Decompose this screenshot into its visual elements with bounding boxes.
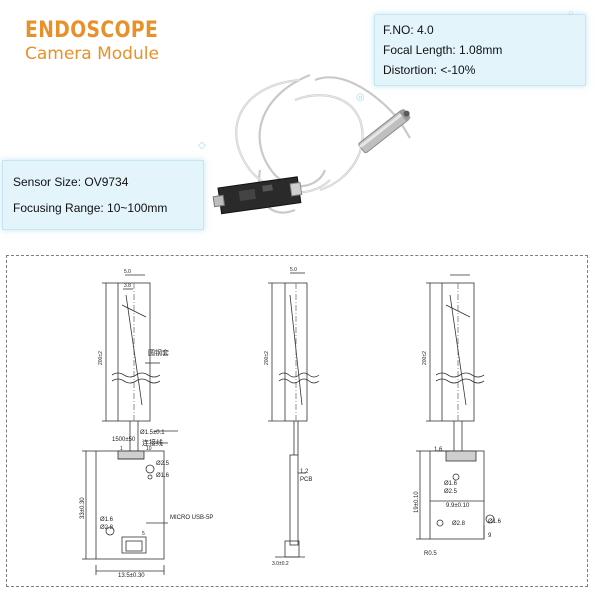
right-99-dim: 9.9±0.10 (446, 503, 470, 509)
hole-16b-dim: Ø1.6 (100, 517, 114, 523)
right-hole-16c-dim: Ø1.6 (488, 519, 502, 525)
decor-circle-icon: ◎ (356, 92, 365, 103)
cable-length-dim: 1500±50 (112, 437, 136, 443)
right-19-dim: 19±0.10 (414, 491, 420, 513)
pin10-label: 10 (146, 446, 152, 452)
pin1-label: 1 (120, 446, 123, 452)
decor-arrow-icon: ◇ (198, 140, 206, 151)
product-subtitle: Camera Module (25, 44, 159, 64)
lens-length-dim: 200±2 (98, 351, 104, 365)
product-photo (212, 73, 411, 215)
lens-length-dim-3: 200±2 (422, 351, 428, 365)
technical-drawing-frame (6, 255, 588, 587)
board-height-dim: 33±0.30 (80, 497, 86, 519)
decor-circle-icon: ○ (568, 8, 575, 19)
focusing-range-spec: Focusing Range: 10~100mm (13, 201, 168, 215)
lens-small-dim: 3.8 (124, 283, 131, 289)
pcb-label: PCB (300, 477, 312, 483)
hole-28-dim: Ø2.8 (100, 525, 114, 531)
lens-top-dim: 5.0 (124, 269, 131, 275)
pin5-label: 5 (142, 531, 145, 537)
wire-diameter-dim: Ø1.5±0.1 (140, 430, 165, 436)
right-hole-16-dim: Ø1.6 (444, 481, 458, 487)
pcb-thickness-dim: 1.2 (300, 469, 309, 475)
sensor-size-spec: Sensor Size: OV9734 (13, 175, 129, 189)
micro-usb-label: MICRO USB-5P (170, 515, 213, 521)
focal-length-spec: Focal Length: 1.08mm (383, 43, 503, 57)
technical-drawing: 圆钢套 1500±50 Ø1.5±0.1 连接线 Ø2.5 Ø1.6 Ø1.6 … (80, 267, 502, 579)
right-9-dim: 9 (488, 533, 492, 539)
connector-wire-label: 连接线 (142, 438, 163, 447)
hole-25-dim: Ø2.5 (156, 461, 170, 467)
hole-16-dim: Ø1.6 (156, 473, 170, 479)
optical-spec-box: F.NO: 4.0 Focal Length: 1.08mm Distortio… (374, 14, 586, 86)
right-16-dim: 1.6 (434, 447, 443, 453)
right-hole-25-dim: Ø2.5 (444, 489, 458, 495)
product-title: ENDOSCOPE (25, 18, 159, 43)
sensor-spec-box: Sensor Size: OV9734 Focusing Range: 10~1… (2, 160, 204, 230)
lens-length-dim-2: 200±2 (264, 351, 270, 365)
distortion-spec: Distortion: <-10% (383, 63, 476, 77)
right-radius-dim: R0.5 (424, 551, 437, 557)
steel-sleeve-label: 圆钢套 (148, 348, 169, 357)
right-hole-28-dim: Ø2.8 (452, 521, 466, 527)
lens-vw-dim: 5.0 (290, 267, 297, 273)
pcb-width-dim: 3.0±0.2 (272, 561, 289, 567)
fno-spec: F.NO: 4.0 (383, 23, 434, 37)
board-width-dim: 13.5±0.30 (118, 573, 145, 579)
